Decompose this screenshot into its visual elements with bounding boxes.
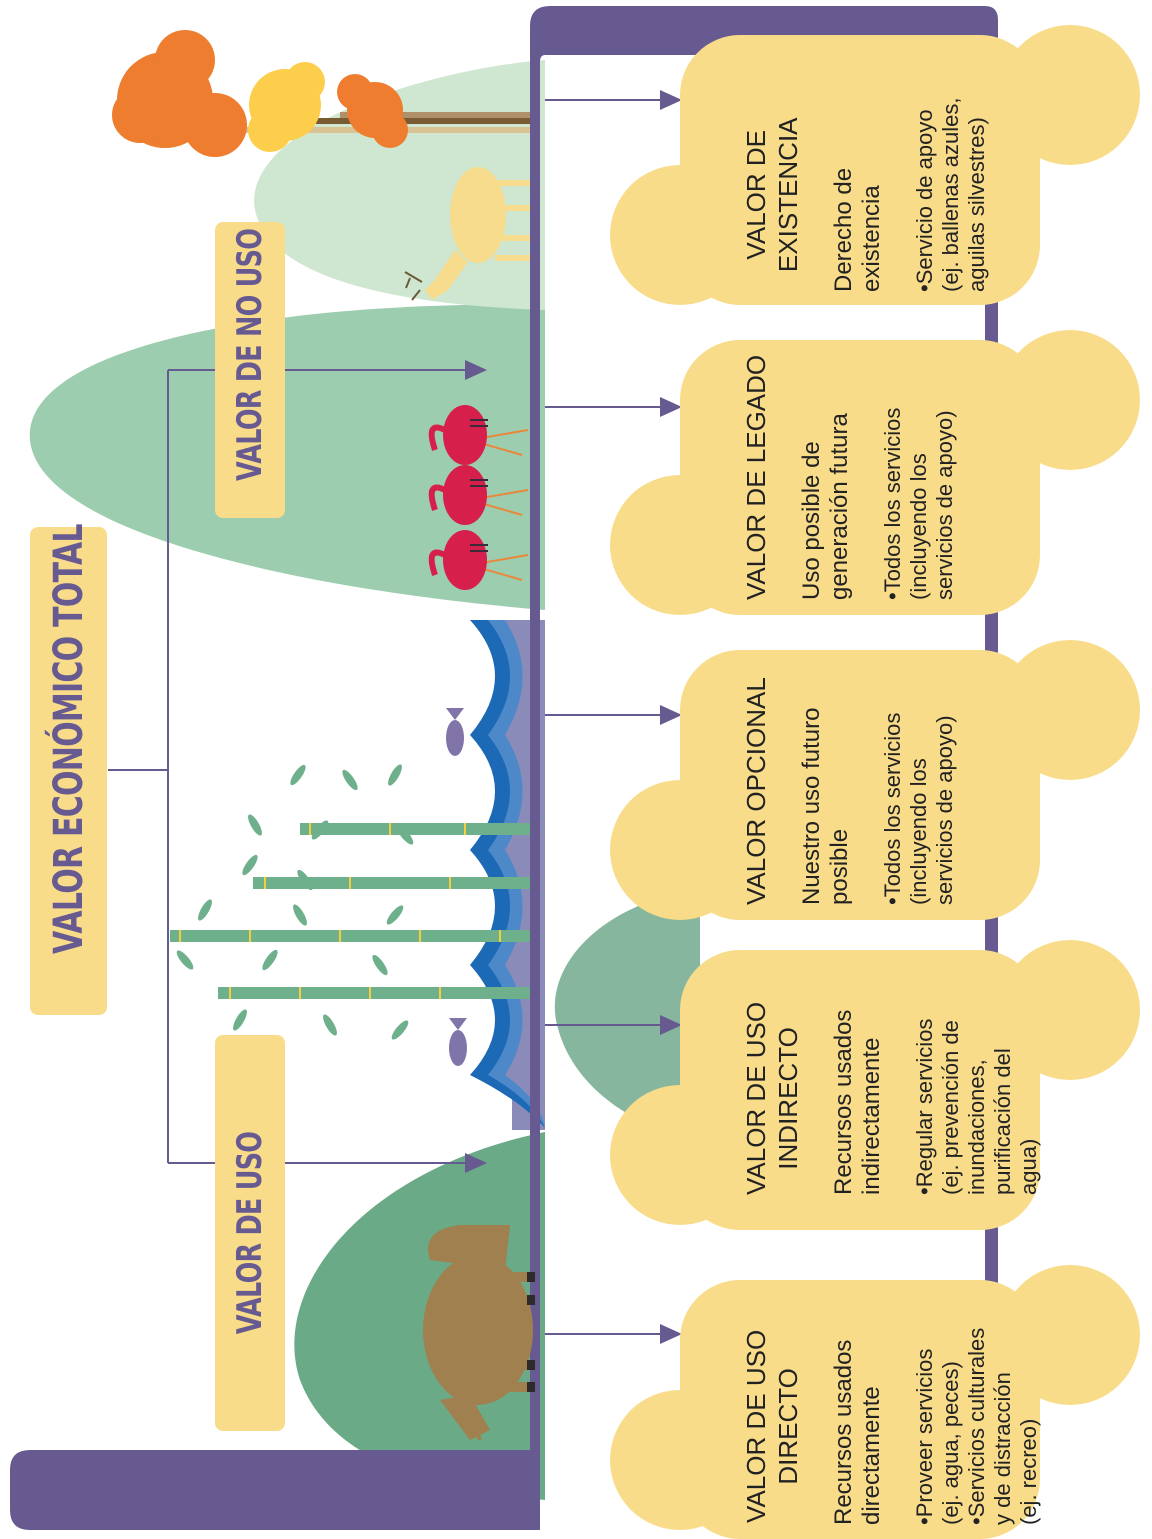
card-shape-4 — [610, 330, 1140, 615]
cow-icon — [423, 1225, 533, 1441]
total-value-title: VALOR ECONÓMICO TOTAL — [46, 524, 92, 954]
card-title: VALOR DE LEGADO — [741, 354, 771, 600]
card-shape-5 — [610, 25, 1140, 305]
non-use-value-label: VALOR DE NO USO — [230, 228, 270, 481]
hill-teal-middle — [554, 890, 700, 1140]
use-value-banner: VALOR DE USO — [215, 1035, 285, 1431]
bamboo-icon — [170, 764, 535, 1040]
card-bullets: •Proveer servicios(ej. agua, peces)•Serv… — [912, 1327, 1041, 1525]
deer-icon — [425, 167, 530, 300]
total-value-banner: VALOR ECONÓMICO TOTAL — [30, 524, 107, 1015]
arrowheads — [465, 90, 682, 1344]
tree-icon — [112, 30, 535, 157]
card-shapes — [610, 25, 1140, 1539]
flamingo-icon — [428, 405, 529, 590]
card-shape-2 — [610, 940, 1140, 1230]
hill-dark-bottom — [294, 1132, 545, 1500]
card-shape-3 — [610, 640, 1140, 920]
card-shape-1 — [610, 1265, 1140, 1539]
hill-mid-top — [29, 304, 546, 610]
fish-icon — [446, 708, 467, 1066]
card-bullets: •Servicio de apoyo(ej. ballenas azules,a… — [912, 97, 989, 292]
non-use-value-banner: VALOR DE NO USO — [215, 222, 285, 518]
card-title: VALOR OPCIONAL — [741, 677, 771, 905]
use-value-label: VALOR DE USO — [230, 1131, 270, 1335]
